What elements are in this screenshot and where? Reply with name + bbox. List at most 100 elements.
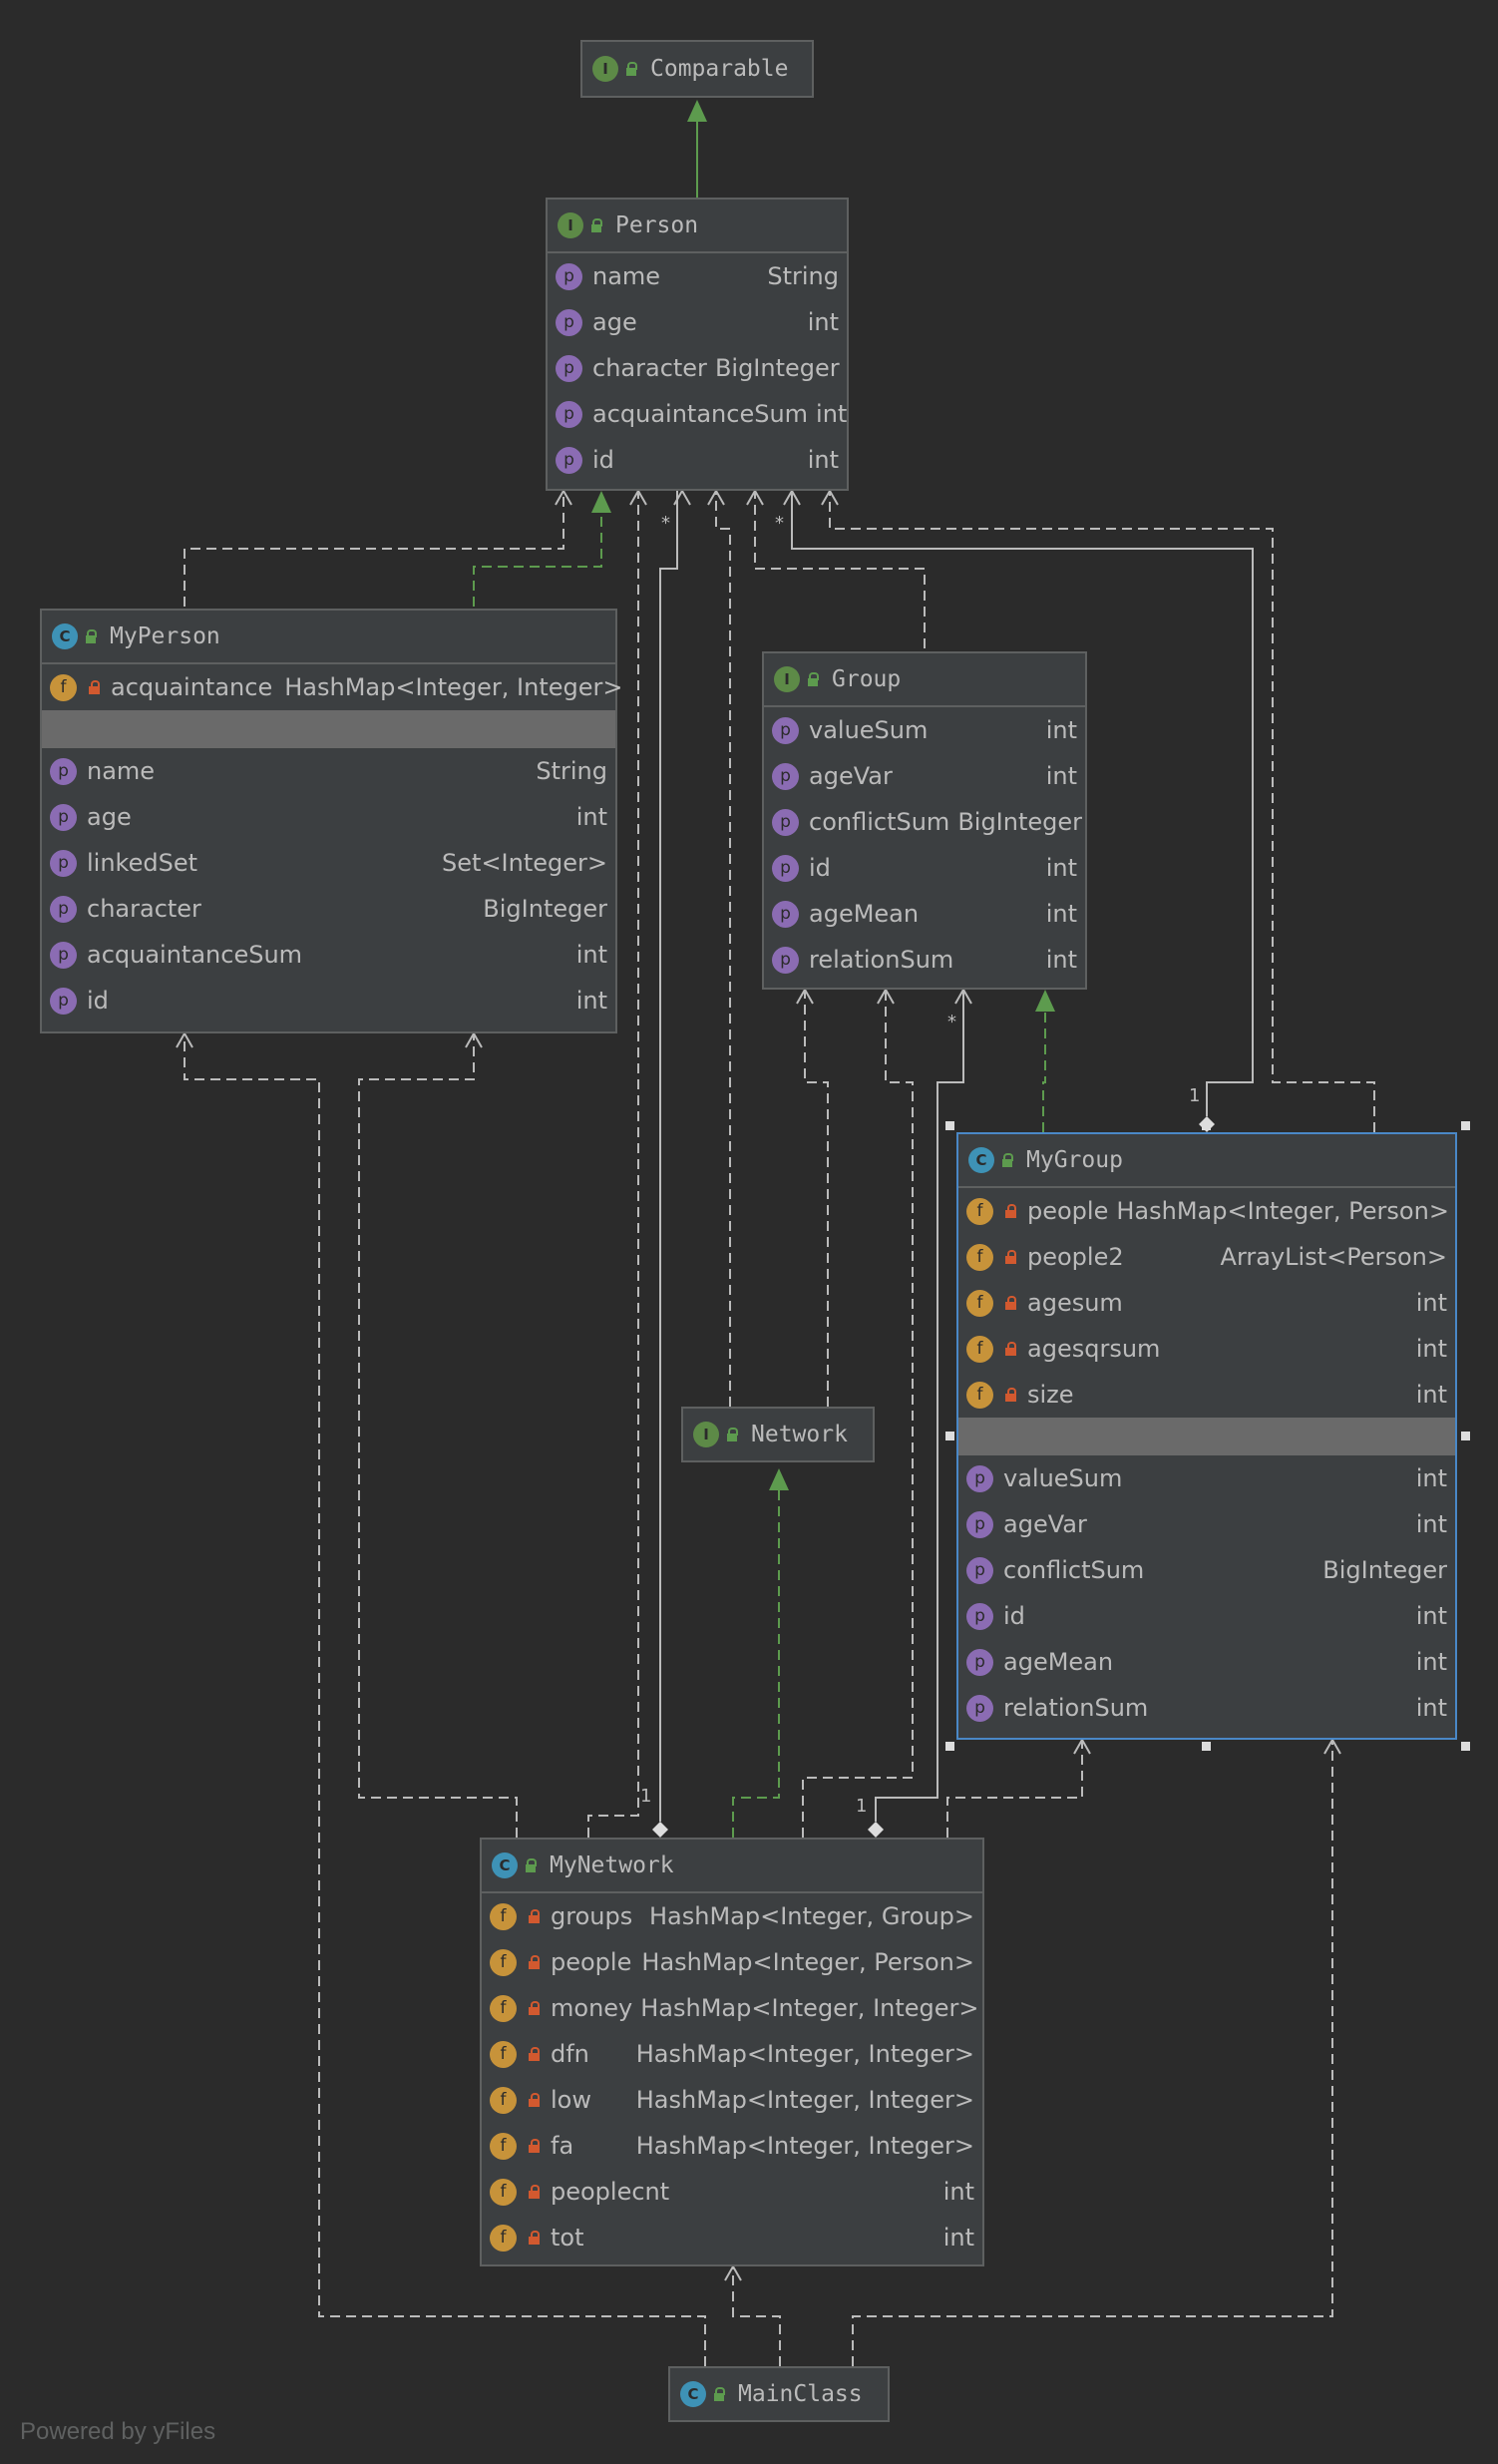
property-icon: p: [966, 1648, 993, 1676]
member-type: int: [1415, 1602, 1447, 1630]
comparable-interface[interactable]: I Comparable: [580, 40, 814, 98]
private-lock-icon: [527, 2047, 541, 2061]
field-icon: f: [966, 1381, 993, 1409]
member-type: HashMap<Integer, Integer>: [635, 2040, 974, 2068]
member-type: BigInteger: [1322, 1556, 1447, 1584]
member-type: int: [807, 308, 839, 336]
private-lock-icon: [527, 2231, 541, 2245]
member-name: linkedSet: [87, 849, 197, 877]
member-type: int: [1045, 854, 1077, 882]
comparable-title: Comparable: [650, 56, 789, 82]
property-icon: p: [50, 941, 77, 969]
property-icon: p: [50, 757, 77, 785]
property-icon: p: [966, 1556, 993, 1584]
property-icon: p: [772, 716, 799, 744]
interface-icon: I: [558, 212, 583, 238]
member-type: int: [1415, 1464, 1447, 1492]
impl-myperson-person: [473, 511, 602, 607]
member-name: acquaintance: [111, 673, 273, 701]
resize-handle[interactable]: [945, 1121, 954, 1130]
member-name: people: [551, 1948, 632, 1976]
member-name: low: [551, 2086, 591, 2114]
resize-handle[interactable]: [1461, 1121, 1470, 1130]
multiplicity-label: *: [661, 513, 670, 534]
class-icon: C: [492, 1852, 518, 1878]
mainclass-class[interactable]: C MainClass: [668, 2366, 890, 2422]
methods-separator: [42, 710, 615, 748]
class-icon: C: [680, 2381, 706, 2407]
interface-icon: I: [592, 56, 618, 82]
impl-mygroup-group: [1042, 1010, 1046, 1132]
member-type: int: [1045, 900, 1077, 928]
member-type: String: [536, 757, 607, 785]
resize-handle[interactable]: [1461, 1432, 1470, 1440]
member-type: int: [942, 2178, 974, 2206]
member-name: agesqrsum: [1027, 1335, 1161, 1363]
property-icon: p: [50, 987, 77, 1015]
resize-handle[interactable]: [1461, 1742, 1470, 1751]
dep-mainclass-mygroup: [852, 1740, 1333, 2366]
member-name: tot: [551, 2224, 584, 2252]
member-name: money: [551, 1994, 633, 2022]
resize-handle[interactable]: [945, 1742, 954, 1751]
mygroup-header: C MyGroup: [958, 1134, 1455, 1188]
member-name: agesum: [1027, 1289, 1123, 1317]
multiplicity-label: *: [947, 1012, 956, 1032]
impl-mynetwork-network: [732, 1488, 780, 1838]
resize-handle[interactable]: [1202, 1742, 1211, 1751]
member-name: valueSum: [1003, 1464, 1123, 1492]
member-name: id: [809, 854, 831, 882]
property-icon: p: [772, 762, 799, 790]
network-interface[interactable]: I Network: [681, 1407, 875, 1462]
field-icon: f: [50, 673, 77, 701]
member-name: dfn: [551, 2040, 589, 2068]
dep-myperson-person: [184, 491, 564, 607]
private-lock-icon: [527, 1955, 541, 1969]
field-icon: f: [966, 1335, 993, 1363]
member-type: int: [1045, 762, 1077, 790]
footer-credit: Powered by yFiles: [20, 2418, 216, 2445]
mainclass-header: C MainClass: [670, 2368, 888, 2420]
member-type: BigInteger: [483, 895, 607, 923]
field-icon: f: [966, 1197, 993, 1225]
member-type: Set<Integer>: [442, 849, 607, 877]
resize-handle[interactable]: [945, 1432, 954, 1440]
methods-separator: [958, 1418, 1455, 1455]
comparable-header: I Comparable: [582, 42, 812, 96]
member-type: int: [1045, 946, 1077, 974]
member-type: int: [1415, 1335, 1447, 1363]
property-icon: p: [556, 262, 582, 290]
field-row: f agesqrsum int: [958, 1326, 1455, 1372]
dep-mynetwork-mygroup: [946, 1740, 1083, 1838]
dep-mygroup-person: [829, 491, 1375, 1132]
member-type: int: [1415, 1381, 1447, 1409]
field-icon: f: [490, 1948, 517, 1976]
person-header: I Person: [548, 200, 847, 253]
member-name: character: [592, 354, 707, 382]
member-type: BigInteger: [714, 354, 840, 382]
resize-handle[interactable]: [1202, 1121, 1211, 1130]
